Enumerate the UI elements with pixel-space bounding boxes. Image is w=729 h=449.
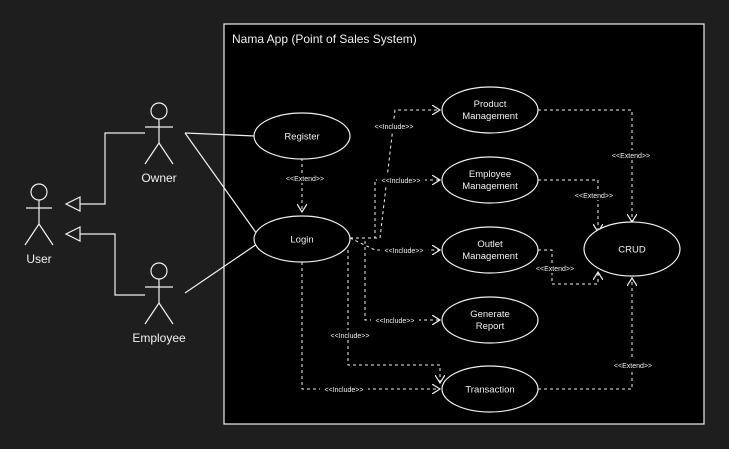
actor-user[interactable]: User [24, 183, 54, 266]
label-include-employee: <<Include>> [382, 178, 421, 185]
label-extend-register-login: <<Extend>> [286, 176, 324, 183]
extend-transaction-crud [538, 278, 632, 390]
usecase-employee-management[interactable]: Employee Management [441, 156, 539, 204]
actor-user-label: User [26, 252, 51, 266]
label-extend-transaction: <<Extend>> [614, 363, 652, 370]
svg-text:Management: Management [462, 111, 518, 122]
include-login-transaction-1 [347, 250, 440, 383]
svg-text:CRUD: CRUD [618, 245, 646, 256]
label-extend-product: <<Extend>> [612, 153, 650, 160]
label-include-report: <<Include>> [376, 318, 415, 325]
generalization-owner-user [64, 132, 145, 212]
include-login-transaction-2 [301, 262, 440, 389]
association-employee-login [184, 243, 258, 294]
label-include-outlet: <<Include>> [385, 248, 424, 255]
svg-text:Product: Product [474, 99, 507, 110]
association-owner-login [184, 132, 258, 235]
usecase-crud[interactable]: CRUD [583, 221, 681, 277]
relation-labels: <<Extend>> <<Include>> <<Include>> <<Inc… [282, 121, 656, 394]
extend-product-crud [538, 109, 632, 222]
usecase-transaction[interactable]: Transaction [441, 365, 539, 413]
actor-employee-label: Employee [132, 331, 186, 345]
label-extend-employee: <<Extend>> [575, 193, 613, 200]
svg-text:Management: Management [462, 251, 518, 262]
actor-owner-label: Owner [141, 171, 176, 185]
label-include-product: <<Include>> [375, 124, 414, 131]
usecase-generate-report[interactable]: Generate Report [441, 296, 539, 344]
actor-employee[interactable]: Employee [132, 262, 186, 345]
label-extend-outlet: <<Extend>> [536, 266, 574, 273]
extend-employee-crud [538, 179, 598, 232]
svg-text:Generate: Generate [470, 309, 510, 320]
svg-text:Outlet: Outlet [477, 239, 503, 250]
svg-text:Management: Management [462, 181, 518, 192]
label-include-transaction-1: <<Include>> [331, 333, 370, 340]
svg-text:Transaction: Transaction [465, 385, 514, 396]
label-include-transaction-2: <<Include>> [325, 387, 364, 394]
svg-text:Report: Report [476, 321, 505, 332]
svg-text:Register: Register [284, 132, 319, 143]
usecase-login[interactable]: Login [253, 215, 351, 263]
actor-owner[interactable]: Owner [141, 102, 177, 185]
generalization-employee-user [64, 226, 145, 296]
svg-text:Employee: Employee [469, 169, 511, 180]
svg-text:Login: Login [290, 235, 313, 246]
usecase-register[interactable]: Register [253, 112, 351, 160]
extend-outlet-crud [538, 249, 598, 285]
system-title: Nama App (Point of Sales System) [232, 32, 417, 46]
usecase-outlet-management[interactable]: Outlet Management [441, 226, 539, 274]
association-owner-register [184, 132, 256, 137]
usecase-product-management[interactable]: Product Management [441, 86, 539, 134]
